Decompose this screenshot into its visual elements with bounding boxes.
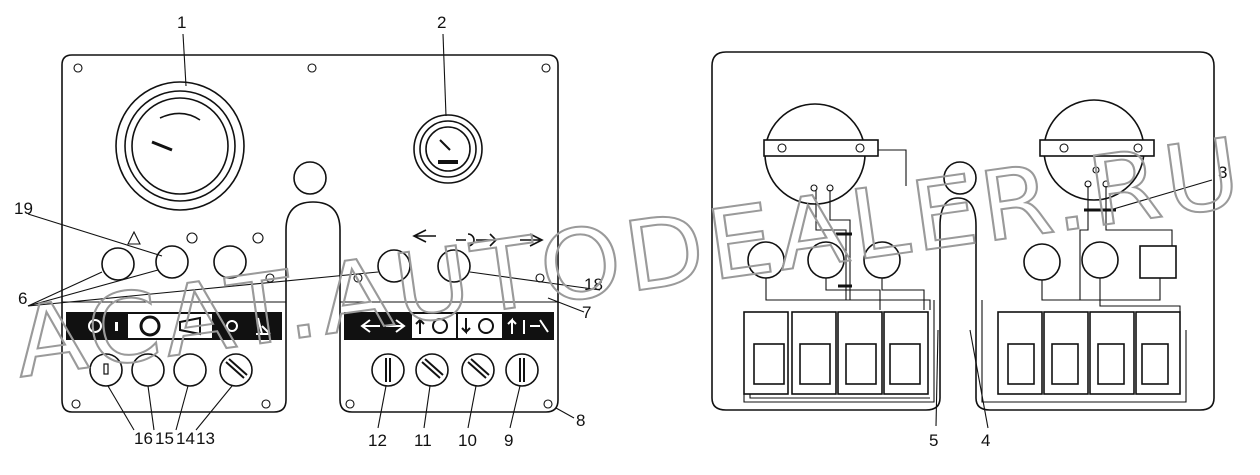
arrow-left-icon [412, 229, 436, 243]
switch [371, 353, 405, 387]
left-switches [89, 353, 253, 387]
turn-indicator-icon [252, 232, 264, 244]
rear-switches [743, 311, 1181, 395]
panel-screws [71, 63, 553, 409]
switch [173, 353, 207, 387]
arrow-right-icon [520, 233, 544, 247]
screw [71, 399, 81, 409]
switch [415, 353, 449, 387]
front-panel-outline [61, 54, 559, 413]
large-gauge [115, 81, 245, 211]
callout-2: 2 [437, 13, 446, 32]
seat-icon [256, 317, 271, 335]
hitch-up-icon [415, 317, 425, 334]
light-switch-icon [139, 315, 161, 337]
rear-panel-outline [711, 51, 1215, 411]
arrows-icon [360, 319, 380, 333]
rear-leaders [935, 179, 1213, 429]
lamp [377, 249, 411, 283]
right-label-strip [344, 312, 554, 340]
callout-3: 3 [1218, 163, 1227, 182]
callout-19: 19 [14, 199, 33, 218]
lamp [213, 245, 247, 279]
right-switches [371, 353, 539, 387]
callout-4: 4 [981, 431, 990, 450]
small-gauge [413, 114, 483, 184]
callout-numbers: 1 2 3 4 5 6 7 8 9 10 11 12 13 14 15 16 1… [14, 13, 1227, 450]
front-panel [27, 33, 601, 431]
left-label-strip [66, 312, 282, 340]
callout-15: 15 [155, 429, 174, 448]
screw [345, 399, 355, 409]
callout-13: 13 [196, 429, 215, 448]
switch [461, 353, 495, 387]
hitch-down-icon [461, 318, 471, 335]
brake-symbol-icon [186, 232, 198, 244]
rear-panel [711, 51, 1215, 429]
callout-6: 6 [18, 289, 27, 308]
callout-7: 7 [582, 303, 591, 322]
callout-1: 1 [177, 13, 186, 32]
callout-16: 16 [134, 429, 153, 448]
pto-symbol-icon [456, 233, 498, 247]
callout-11: 11 [414, 431, 432, 450]
wiring-harness [743, 186, 1187, 403]
screw [261, 399, 271, 409]
horn-icon [179, 316, 201, 336]
lamp [101, 247, 135, 281]
hydraulic-icon [507, 317, 549, 334]
callout-10: 10 [458, 431, 477, 450]
screw [541, 63, 551, 73]
callout-9: 9 [504, 431, 513, 450]
callout-12: 12 [368, 431, 387, 450]
screw [73, 63, 83, 73]
indicator-lamps [101, 229, 544, 283]
switch [89, 353, 123, 387]
lamp [155, 245, 189, 279]
rear-gauge-left [763, 103, 907, 205]
blank-plug [293, 161, 327, 195]
screw [307, 63, 317, 73]
rear-blank-plug [943, 161, 977, 195]
callout-8: 8 [576, 411, 585, 430]
callout-18: 18 [584, 275, 603, 294]
switch [505, 353, 539, 387]
callout-5: 5 [929, 431, 938, 450]
watermark-text: ACAT.AUTODEALER.RU [8, 116, 1252, 399]
left-leaders [27, 33, 601, 431]
lamp [437, 249, 471, 283]
warning-triangle-icon [127, 230, 141, 245]
switch [219, 353, 253, 387]
screw [543, 399, 553, 409]
callout-14: 14 [176, 429, 195, 448]
